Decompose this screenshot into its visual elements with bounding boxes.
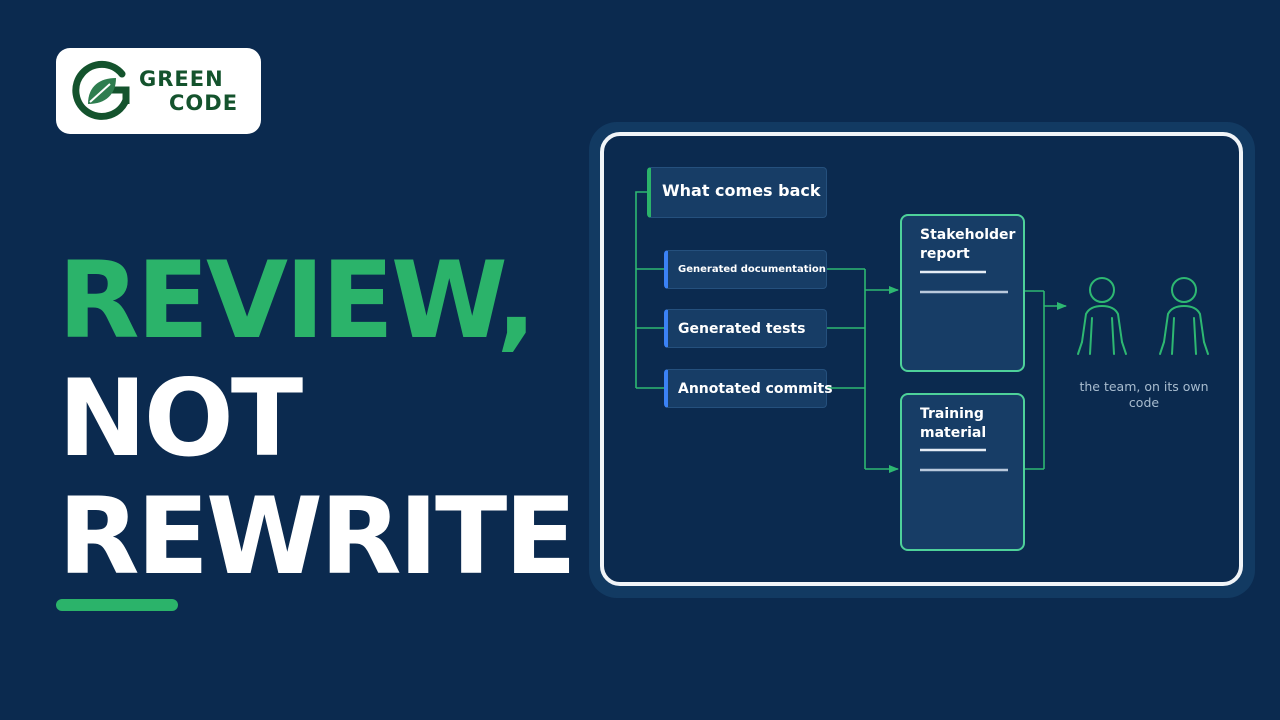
output-title: Stakeholder report	[920, 227, 1016, 262]
team-caption: the team, on its own code	[1079, 379, 1209, 410]
document-lines-icon	[920, 448, 1008, 472]
green-code-logo-icon	[72, 60, 130, 120]
logo-text-code: CODE	[169, 91, 239, 115]
source-trunk-line	[635, 191, 647, 388]
logo-text-green: GREEN	[139, 67, 224, 91]
headline: REVIEW, NOT REWRITE	[58, 239, 577, 598]
item-generated-documentation: Generated documentation	[664, 250, 827, 289]
source-box: What comes back	[647, 167, 827, 218]
item-generated-tests: Generated tests	[664, 309, 827, 348]
headline-line-3: REWRITE	[58, 475, 577, 598]
headline-line-1: REVIEW,	[58, 239, 536, 362]
diagram-connectors	[635, 191, 1067, 473]
green-code-logo: GREEN CODE	[56, 48, 261, 134]
item-annotated-commits: Annotated commits	[664, 369, 833, 408]
headline-line-2: NOT	[58, 357, 303, 480]
output-title: Training material	[920, 406, 987, 441]
document-lines-icon	[920, 270, 1008, 294]
output-training-material: Training material	[900, 393, 1025, 551]
logo-text: GREEN CODE	[139, 67, 249, 115]
output-stakeholder-report: Stakeholder report	[900, 214, 1025, 372]
headline-underline	[56, 599, 178, 611]
people-icon	[1077, 277, 1209, 355]
